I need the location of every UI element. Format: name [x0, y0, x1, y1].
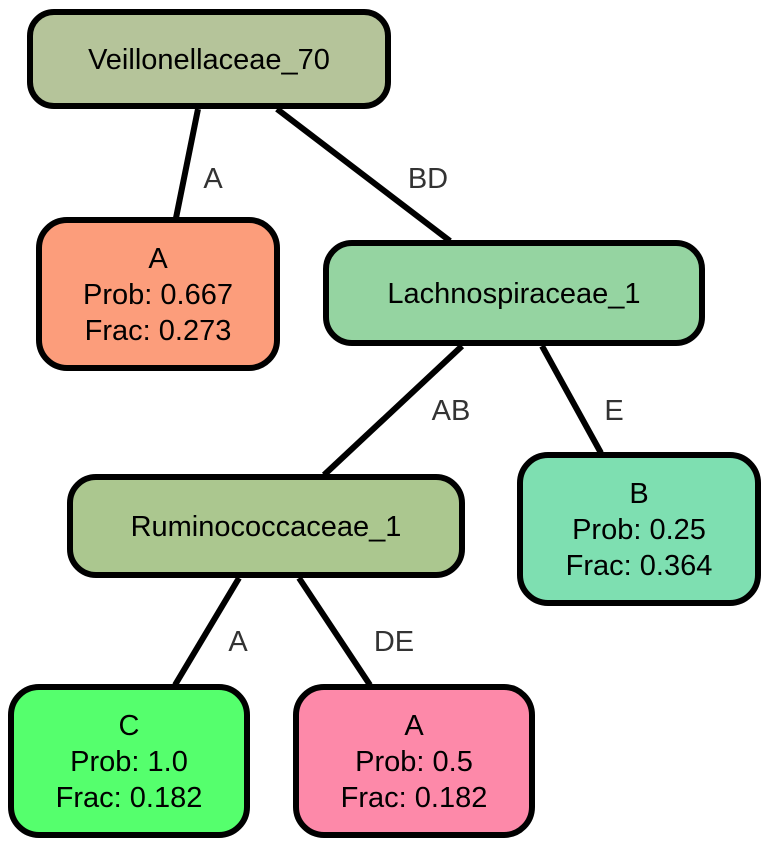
edge-label: BD: [408, 163, 448, 195]
node-taxon-label: Ruminococcaceae_1: [131, 511, 402, 543]
edge-label: A: [228, 626, 248, 658]
node-class-label: A: [148, 243, 168, 275]
edge-label: AB: [432, 395, 471, 427]
tree-node-n3: Ruminococcaceae_1: [67, 474, 465, 578]
edge-label: E: [604, 395, 623, 427]
node-frac-label: Frac: 0.182: [341, 782, 488, 814]
edge-label: DE: [374, 626, 414, 658]
node-class-label: C: [119, 710, 140, 742]
node-box: [27, 9, 391, 109]
tree-node-n2: Lachnospiraceae_1: [323, 240, 705, 346]
node-class-label: A: [404, 710, 424, 742]
node-box: [323, 240, 705, 346]
node-taxon-label: Veillonellaceae_70: [88, 44, 330, 76]
edges-layer: A BD AB E A DE: [172, 106, 624, 687]
node-class-label: B: [629, 478, 648, 510]
node-box: [67, 474, 465, 578]
node-box: [517, 452, 761, 606]
edge-n2-n3: [321, 343, 465, 478]
node-prob-label: Prob: 0.25: [572, 514, 706, 546]
edge-n2-n4: [539, 344, 604, 455]
edge-n3-n6: [296, 576, 373, 687]
edge-n0-n2: [275, 106, 452, 244]
node-box: [293, 684, 535, 838]
node-prob-label: Prob: 1.0: [70, 746, 188, 778]
node-frac-label: Frac: 0.182: [56, 782, 203, 814]
node-prob-label: Prob: 0.5: [355, 746, 473, 778]
node-frac-label: Frac: 0.273: [85, 315, 232, 347]
edge-n3-n5: [172, 576, 242, 687]
node-taxon-label: Lachnospiraceae_1: [387, 278, 640, 310]
node-box: [8, 684, 250, 838]
node-frac-label: Frac: 0.364: [566, 550, 713, 582]
node-prob-label: Prob: 0.667: [83, 279, 233, 311]
edge-n0-n1: [173, 108, 201, 219]
tree-node-n0: Veillonellaceae_70: [27, 9, 391, 109]
node-box: [36, 217, 280, 371]
edge-label: A: [203, 163, 223, 195]
